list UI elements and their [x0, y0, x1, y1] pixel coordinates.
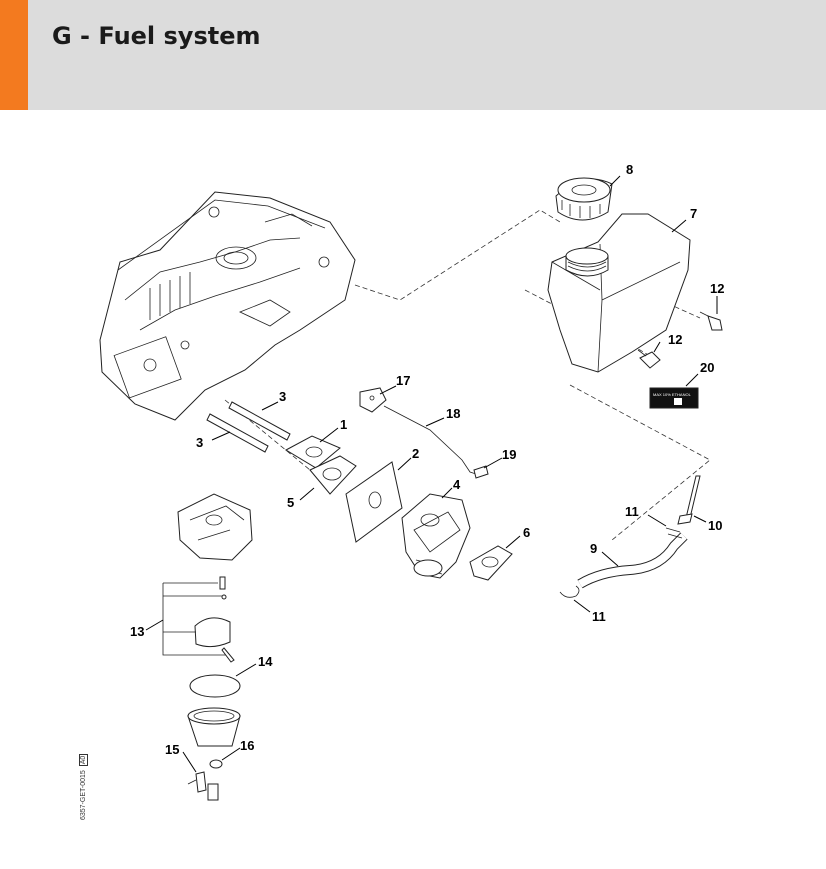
callout-4: 4 [453, 477, 461, 492]
callout-6: 6 [523, 525, 530, 540]
decal-text: MAX 10% ETHANOL [653, 392, 692, 397]
callout-19: 19 [502, 447, 516, 462]
fuel-hose-9 [577, 533, 687, 588]
stud-upper [228, 401, 291, 441]
rod-18 [383, 405, 477, 475]
gasket-6 [469, 545, 513, 581]
callout-16: 16 [240, 738, 254, 753]
hose-clip-upper [665, 527, 683, 539]
ethanol-decal [649, 387, 699, 409]
callout-15: 15 [165, 742, 179, 757]
stud-lower [206, 413, 269, 453]
fuel-cap [555, 177, 613, 221]
callout-18: 18 [446, 406, 460, 421]
plate-2 [345, 461, 403, 543]
drawing-code: 6357-GET-0015 A0 [79, 753, 88, 820]
callout-17: 17 [396, 373, 410, 388]
carburetor [401, 493, 471, 579]
float-bowl [187, 707, 241, 747]
callout-1: 1 [340, 417, 347, 432]
callout-12-lower: 12 [668, 332, 682, 347]
bowl-screw-15 [187, 771, 207, 793]
gasket-1 [284, 435, 341, 469]
page-header [0, 0, 826, 110]
callout-2: 2 [412, 446, 419, 461]
hose-clip-lower [559, 585, 580, 598]
engine-block [99, 191, 356, 421]
header-accent-bar [0, 0, 28, 110]
callout-10: 10 [708, 518, 722, 533]
tank-screw-lower [637, 349, 661, 369]
page-title: G - Fuel system [52, 22, 261, 50]
carburetor-reference [177, 493, 253, 561]
callout-11-upper: 11 [625, 504, 639, 519]
callout-8: 8 [626, 162, 633, 177]
insulator-5 [309, 455, 357, 495]
tank-screw-upper [699, 311, 723, 331]
o-ring-14 [189, 674, 241, 698]
fuel-pickup-10 [677, 475, 701, 525]
callout-3-lower: 3 [196, 435, 203, 450]
callout-13: 13 [130, 624, 144, 639]
callout-7: 7 [690, 206, 697, 221]
clip-19 [473, 465, 489, 479]
washer-16 [209, 759, 223, 769]
callout-20: 20 [700, 360, 714, 375]
callout-5: 5 [287, 495, 294, 510]
kit-13-parts [162, 576, 235, 663]
callout-11-lower: 11 [592, 609, 606, 624]
fuel-tank [547, 213, 691, 373]
callout-12-upper: 12 [710, 281, 724, 296]
bowl-screw-lower [207, 783, 219, 801]
drawing-code-box: A0 [79, 753, 88, 767]
callout-9: 9 [590, 541, 597, 556]
drawing-code-text: 6357-GET-0015 [80, 770, 87, 820]
callout-3-upper: 3 [279, 389, 286, 404]
bracket-17 [359, 387, 387, 413]
callout-14: 14 [258, 654, 273, 669]
